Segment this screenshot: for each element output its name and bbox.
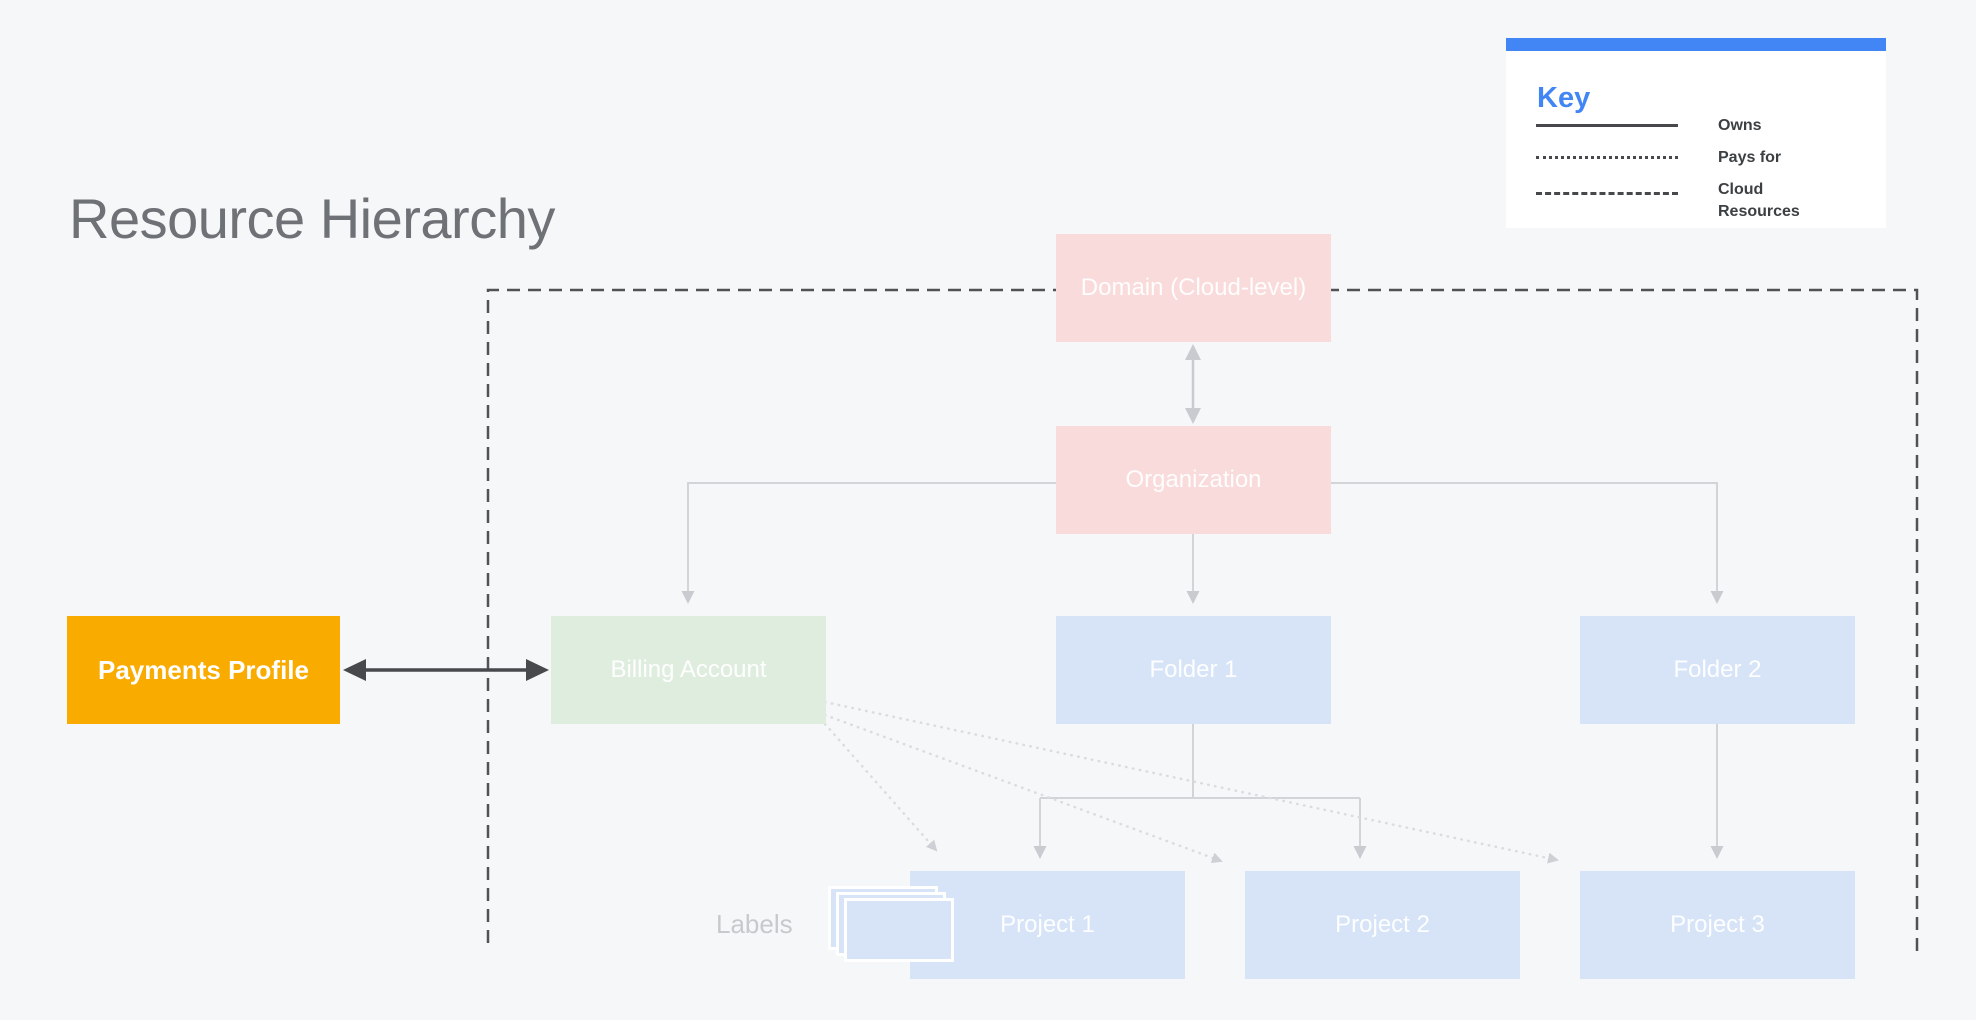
legend-title: Key [1537, 82, 1591, 114]
paysfor-billing-project2 [823, 713, 1223, 864]
connector-organization-billing [681, 482, 1056, 604]
arrow-payments-billing [343, 659, 549, 681]
node-billing-account-label: Billing Account [610, 656, 767, 683]
node-domain: Domain (Cloud-level) [1056, 234, 1331, 342]
legend-label-cloud-resources: Cloud Resources [1718, 181, 1800, 220]
node-payments-profile-label: Payments Profile [98, 654, 309, 685]
node-domain-label: Domain (Cloud-level) [1080, 274, 1307, 301]
solid-line-sample [1536, 124, 1678, 127]
labels-text: Labels [716, 909, 793, 939]
connector-folder1-branch [1040, 724, 1360, 799]
node-folder-1-label: Folder 1 [1149, 656, 1238, 683]
paysfor-billing-project1 [823, 722, 938, 852]
legend: Key Owns Pays for Cloud Resources [1506, 38, 1886, 228]
dashed-line-sample [1536, 192, 1678, 195]
node-organization-label: Organization [1125, 466, 1262, 493]
node-project-2: Project 2 [1245, 871, 1520, 979]
connector-domain-organization [1185, 344, 1201, 424]
paysfor-billing-project3 [823, 700, 1559, 864]
node-project-3: Project 3 [1580, 871, 1855, 979]
node-folder-2-label: Folder 2 [1673, 656, 1762, 683]
page-title: Resource Hierarchy [69, 187, 555, 250]
node-organization: Organization [1056, 426, 1331, 534]
dotted-line-sample [1536, 156, 1678, 159]
connector-organization-folder2 [1330, 482, 1724, 604]
node-folder-1: Folder 1 [1056, 616, 1331, 724]
node-project-3-label: Project 3 [1670, 911, 1765, 938]
label-card-icon [844, 898, 954, 962]
legend-label-pays-for: Pays for [1718, 149, 1782, 166]
legend-accent-bar [1506, 38, 1886, 51]
legend-label-owns: Owns [1718, 117, 1762, 134]
node-billing-account: Billing Account [551, 616, 826, 724]
node-folder-2: Folder 2 [1580, 616, 1855, 724]
node-project-1-label: Project 1 [1000, 911, 1095, 938]
labels-stack-icon [828, 886, 958, 964]
node-payments-profile: Payments Profile [67, 616, 340, 724]
node-project-1: Project 1 [910, 871, 1185, 979]
node-project-2-label: Project 2 [1335, 911, 1430, 938]
